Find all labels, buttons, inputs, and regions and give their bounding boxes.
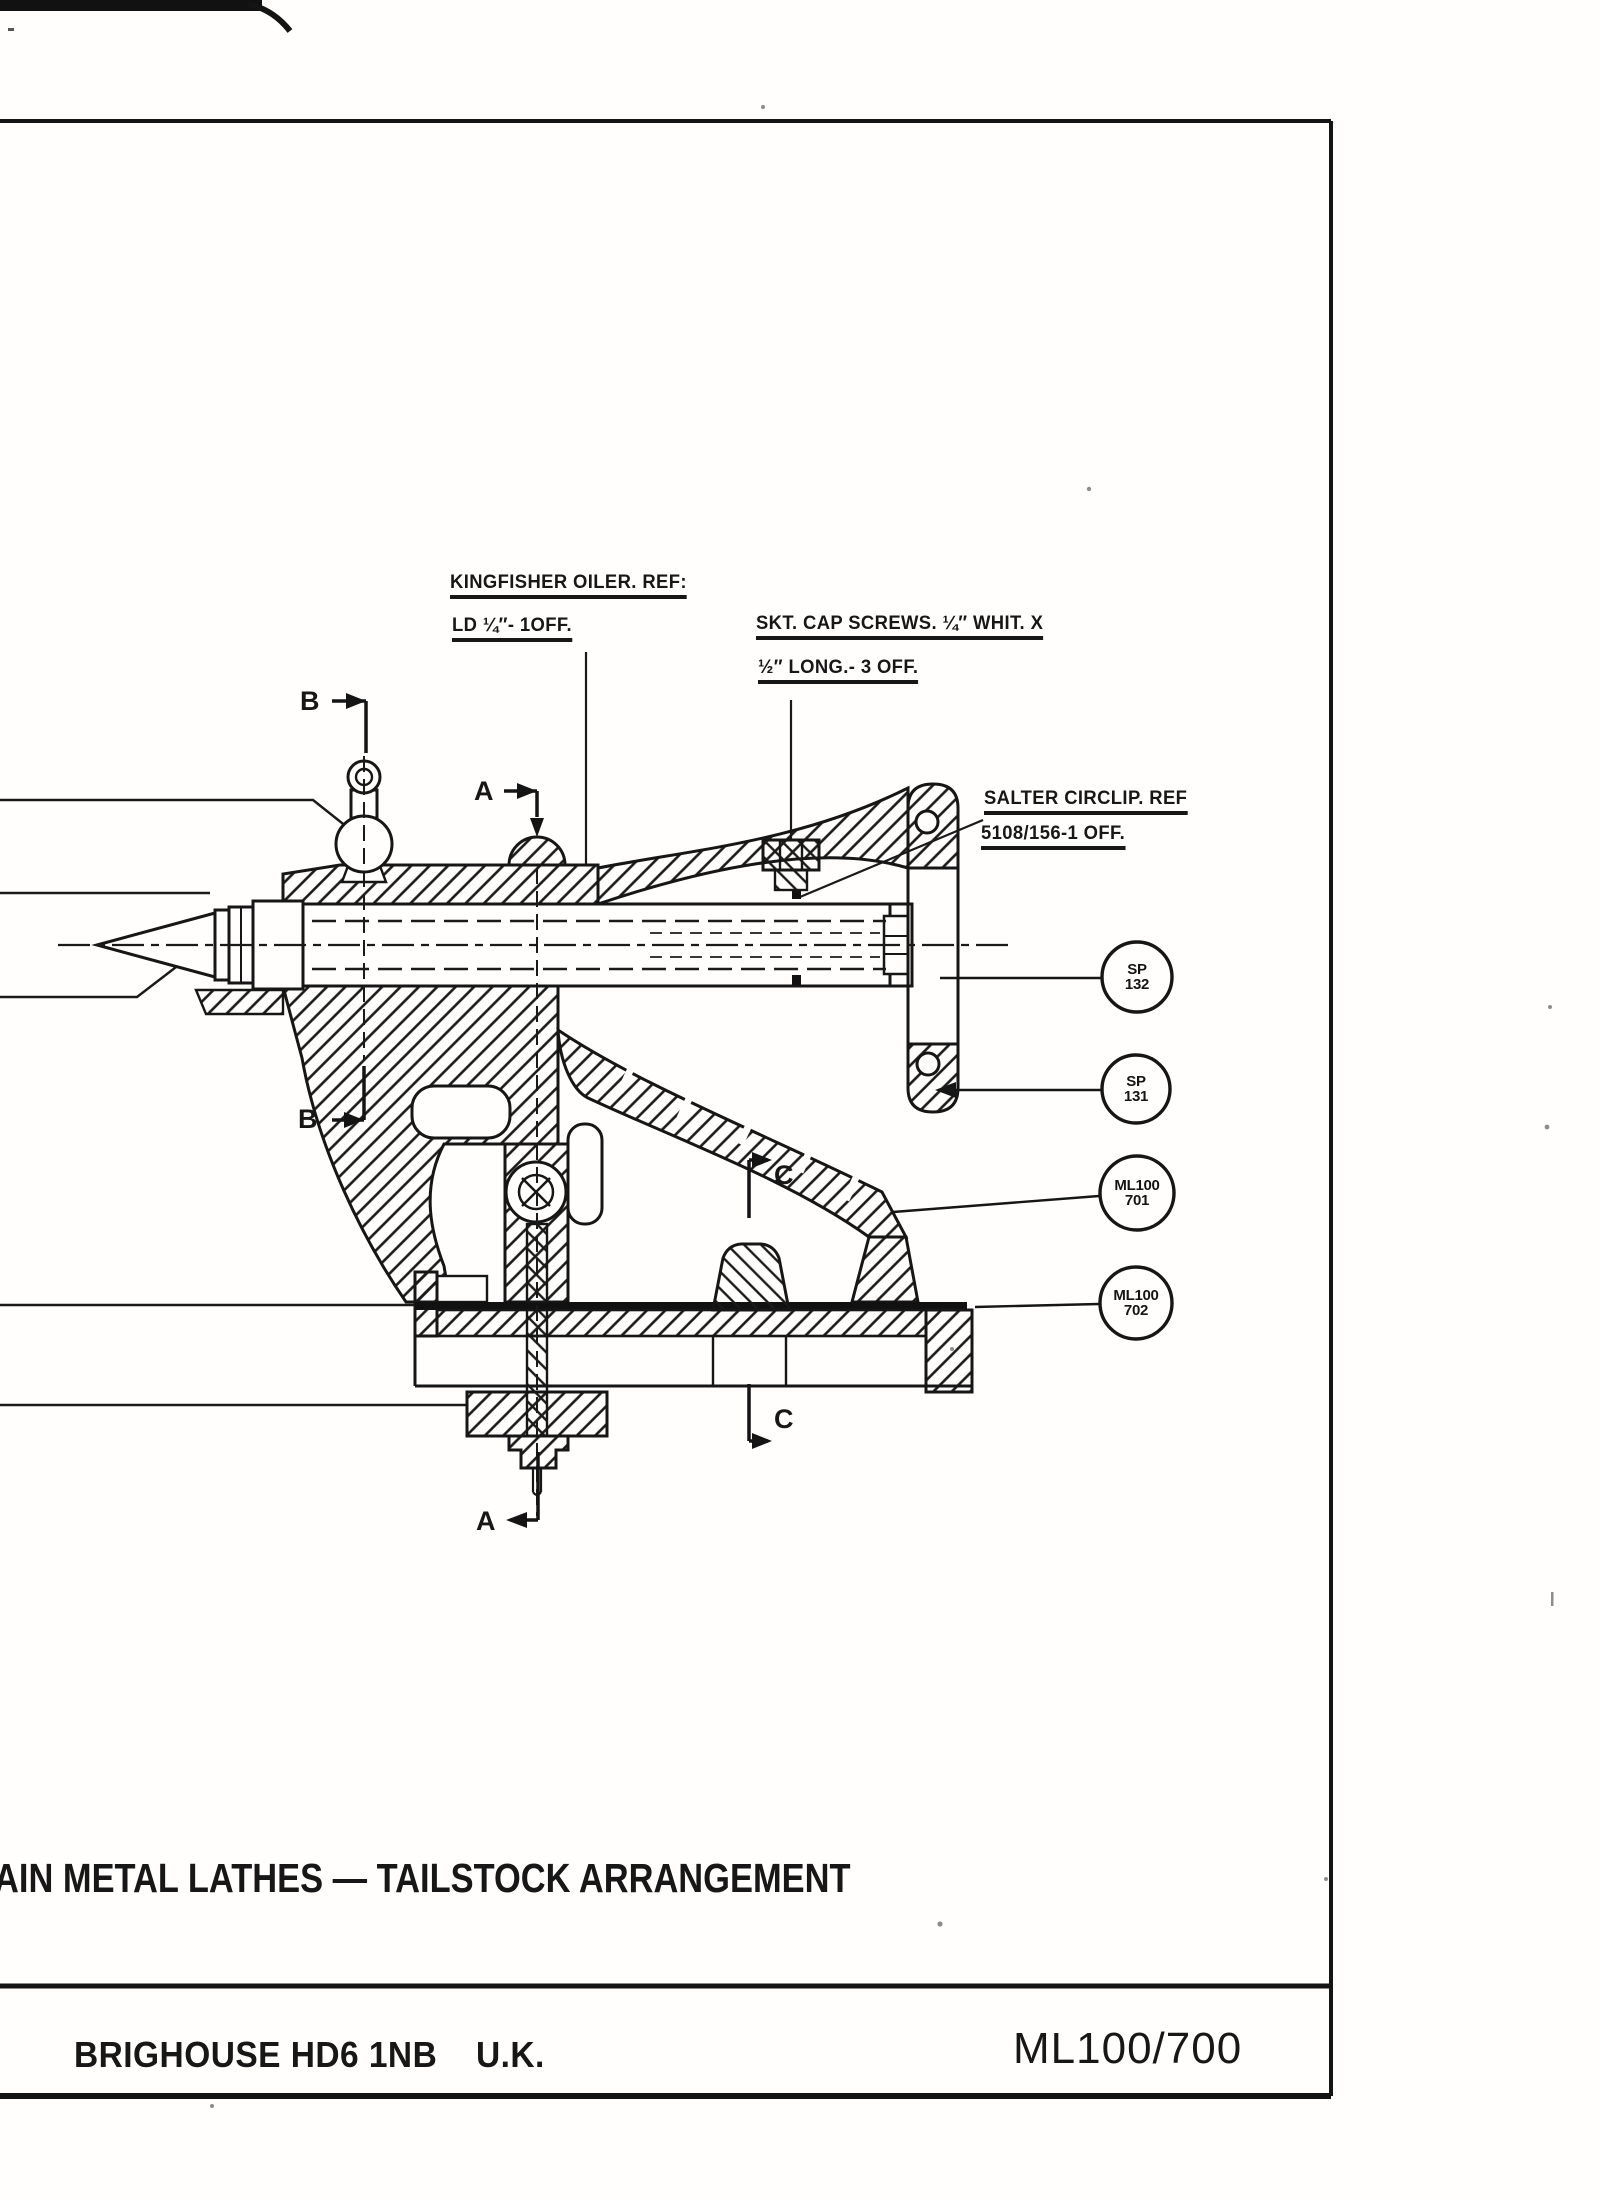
callout-sp132-line1: SP — [1127, 961, 1147, 978]
cap-screws-label-line1: SKT. CAP SCREWS. ¼″ WHIT. X — [756, 614, 1044, 640]
section-c-top-label: C — [774, 1160, 794, 1190]
callout-ml100-701-line2: 701 — [1124, 1192, 1150, 1209]
callout-sp131-line2: 131 — [1123, 1088, 1149, 1105]
barrel-and-centre — [91, 889, 914, 991]
callout-circle-sp132 — [1100, 940, 1174, 1014]
callout-sp132: SP 132 — [1125, 962, 1149, 992]
scan-hook-mark — [247, 1, 293, 33]
section-a-top-label: A — [474, 776, 494, 806]
callout-circles — [892, 940, 1176, 1341]
section-c-bottom-label: C — [774, 1404, 794, 1434]
page-border — [0, 0, 1333, 2099]
callout-ml100-702-line1: ML100 — [1113, 1287, 1159, 1304]
section-markers — [332, 693, 772, 1528]
barrel-hidden-detail — [312, 919, 886, 971]
circlip-label-line2: 5108/156-1 OFF. — [981, 824, 1126, 850]
footer-country: U.K. — [476, 2034, 545, 2075]
oiler-label-line2: LD ¼″- 1OFF. — [452, 616, 572, 642]
footer-company: BRIGHOUSE HD6 1NB — [74, 2034, 438, 2075]
centrelines — [58, 756, 1012, 1516]
gib-key — [711, 1242, 791, 1312]
oiler-label-line1: KINGFISHER OILER. REF: — [450, 573, 687, 599]
callout-circle-ml100-702 — [1098, 1265, 1174, 1341]
callout-circle-ml100-701 — [1098, 1154, 1176, 1232]
callout-ml100-702-line2: 702 — [1123, 1302, 1149, 1319]
scan-noise — [8, 28, 1554, 2108]
callout-sp132-line2: 132 — [1124, 976, 1150, 993]
left-leader-lines — [0, 798, 467, 1407]
mating-surface — [415, 1302, 967, 1310]
callout-ml100-701: ML100 701 — [1114, 1178, 1159, 1208]
circlip-section — [792, 889, 801, 899]
cap-screws-label-line2: ½″ LONG.- 3 OFF. — [758, 658, 919, 684]
drawing-title: AIN METAL LATHES — TAILSTOCK ARRANGEMENT — [0, 1855, 851, 1901]
section-b-top-label: B — [300, 686, 320, 716]
footer-drawing-number: ML100/700 — [1013, 2024, 1243, 2073]
scan-black-bar — [0, 0, 262, 11]
socket-cap-screw — [761, 838, 821, 892]
callout-ml100-701-line1: ML100 — [1114, 1177, 1160, 1194]
handwheel-flange — [906, 782, 960, 1114]
web-band-rungs — [616, 1056, 866, 1202]
section-a-bottom-label: A — [476, 1506, 496, 1536]
section-b-bottom-label: B — [298, 1104, 318, 1134]
callout-ml100-702: ML100 702 — [1113, 1288, 1158, 1318]
callout-circle-sp131 — [1100, 1053, 1172, 1125]
circlip-label-line1: SALTER CIRCLIP. REF — [984, 789, 1188, 815]
base-plate-section — [435, 1308, 928, 1338]
callout-sp131-line1: SP — [1126, 1073, 1146, 1090]
callout-sp131: SP 131 — [1124, 1074, 1148, 1104]
